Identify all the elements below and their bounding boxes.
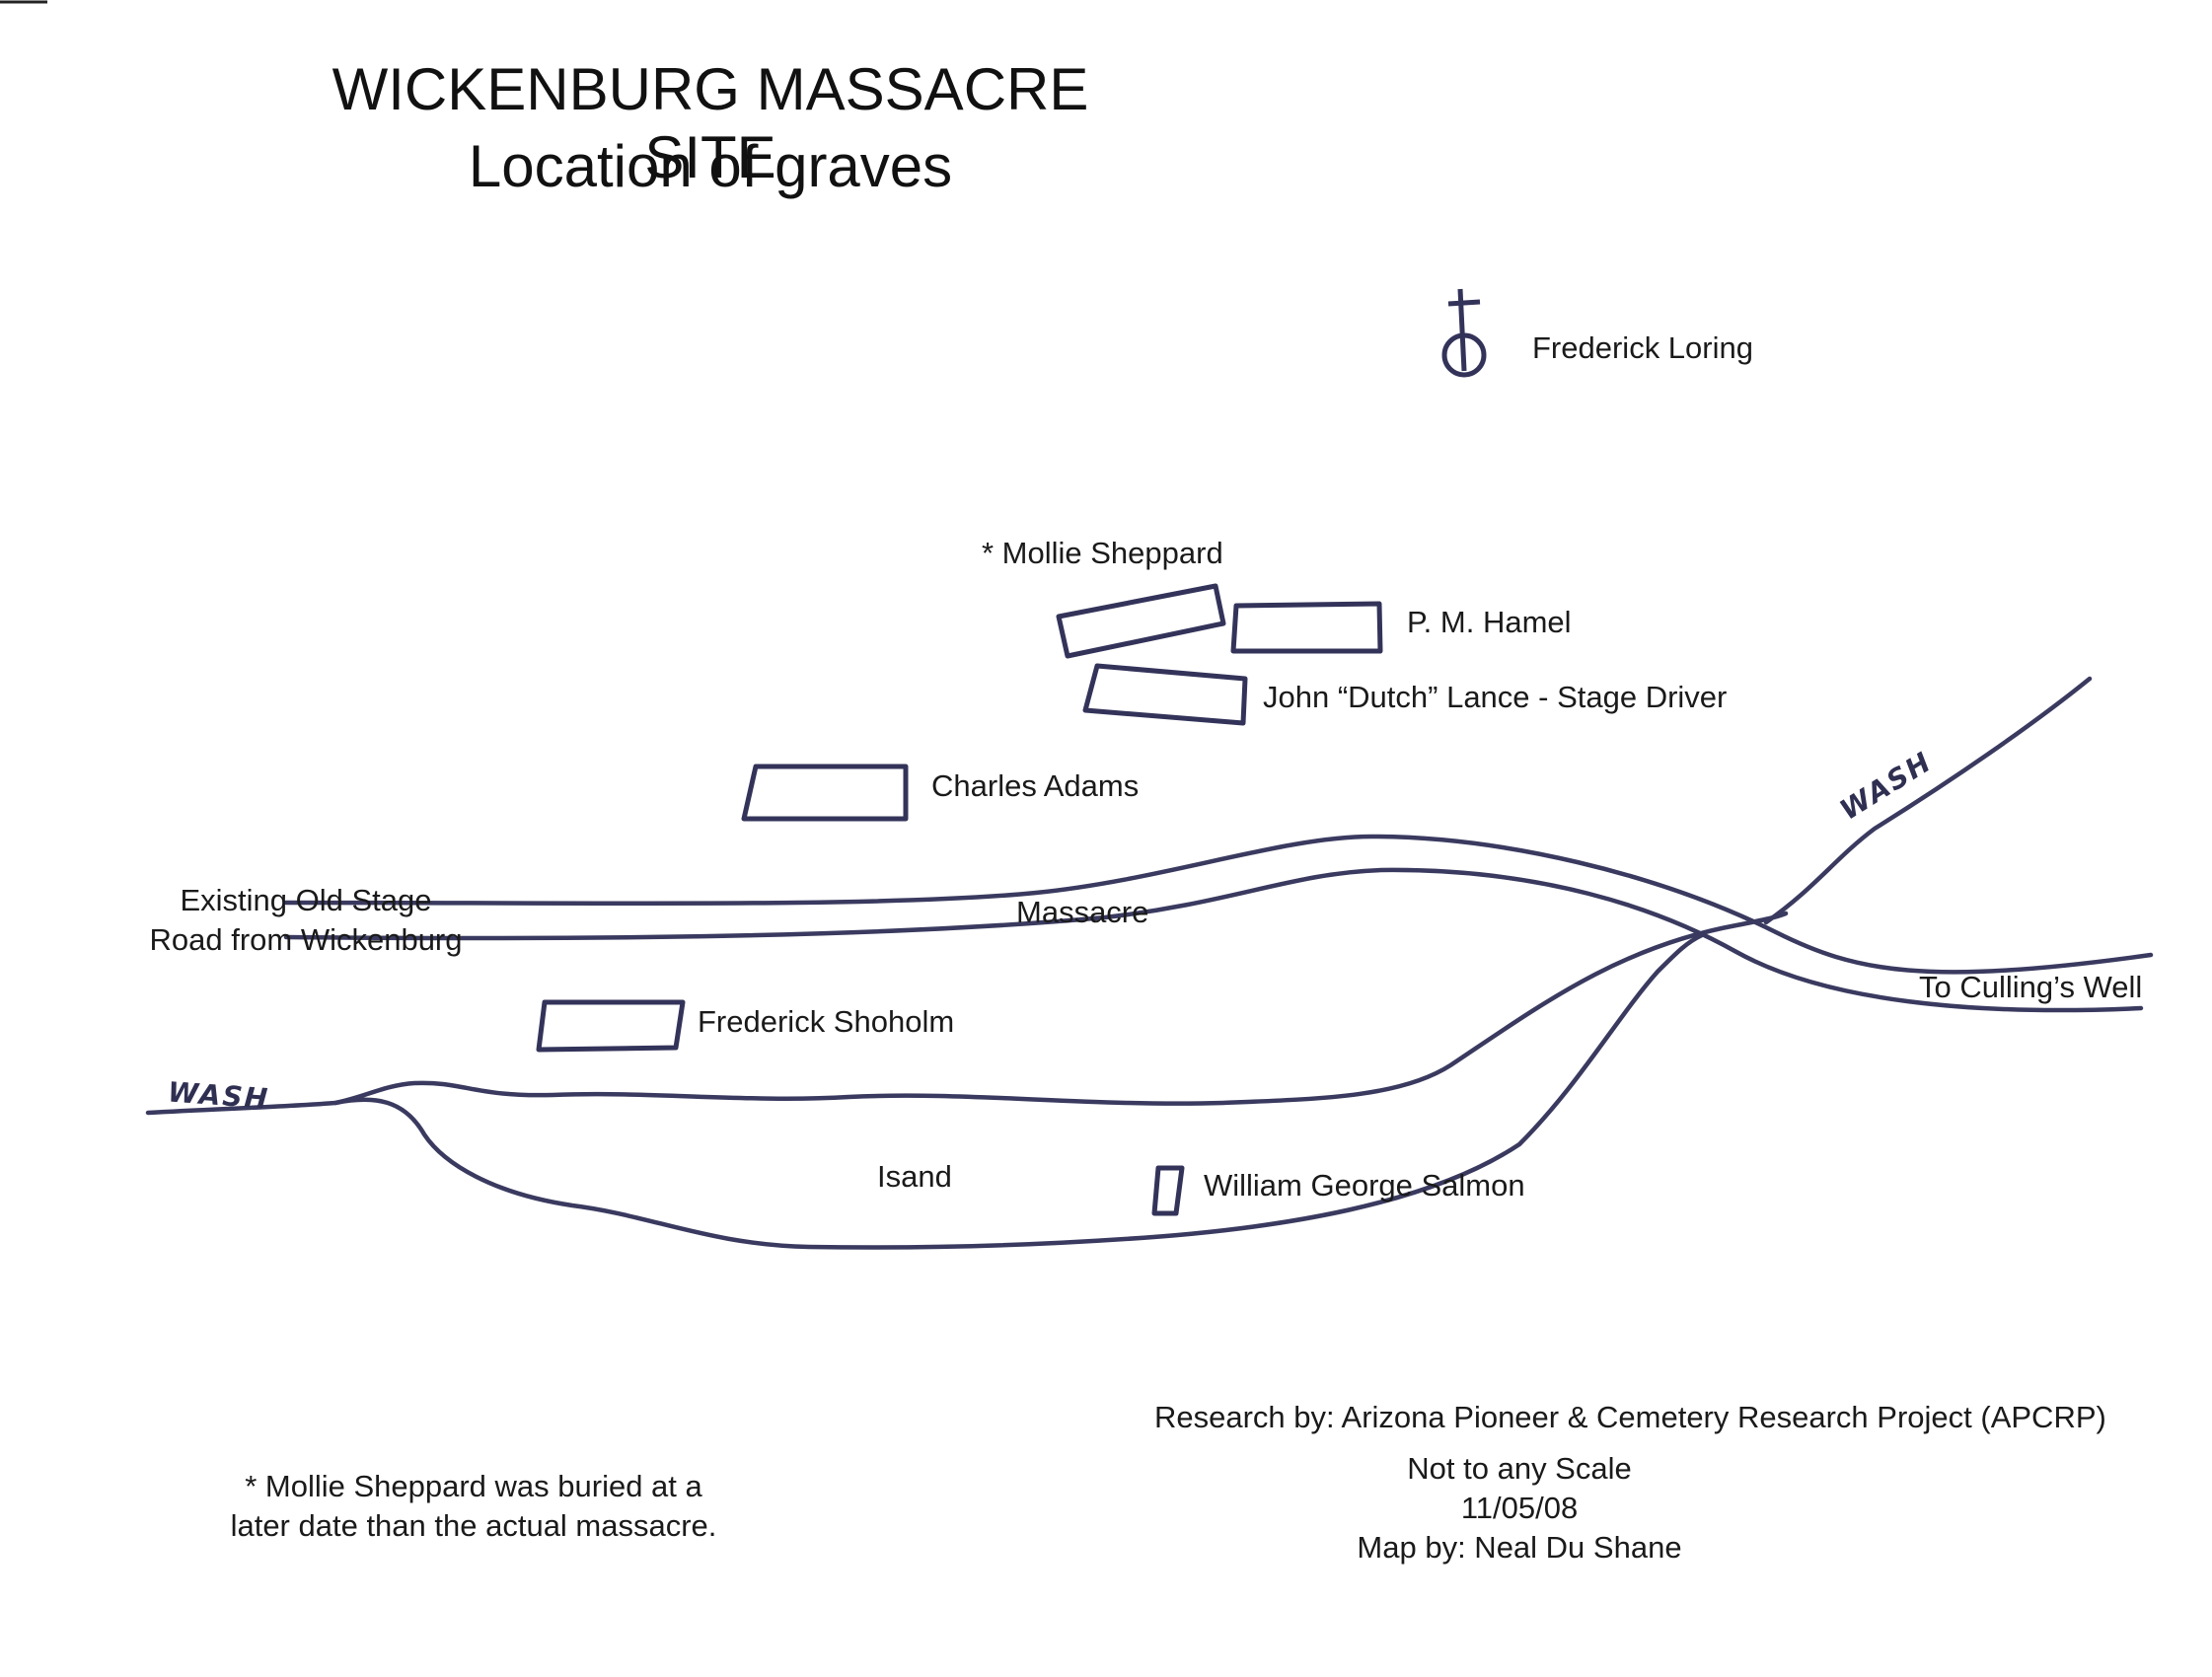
map-subtitle: Location of graves [468,133,953,199]
loring-grave-marker-icon [1441,288,1487,378]
label-old-stage-road-line1: Existing Old Stage [180,883,432,917]
label-frederick-loring: Frederick Loring [1532,330,1753,365]
label-island: Isand [877,1159,952,1194]
grave-mollie-sheppard [1056,583,1226,659]
map-author: Map by: Neal Du Shane [1357,1530,1682,1565]
grave-john-lance [1082,663,1248,726]
label-mollie-sheppard: * Mollie Sheppard [982,536,1223,570]
island-lower-bank [332,932,1705,1250]
label-frederick-shoholm: Frederick Shoholm [698,1004,955,1039]
scale-note: Not to any Scale [1407,1451,1632,1486]
label-pm-hamel: P. M. Hamel [1407,605,1572,639]
wash-ne-branch [1763,676,2093,925]
label-old-stage-road-line2: Road from Wickenburg [149,922,463,957]
label-charles-adams: Charles Adams [931,768,1140,803]
map-title: WICKENBURG MASSACRE SITE [332,56,1089,190]
footnote-line2: later date than the actual massacre. [230,1508,717,1543]
grave-charles-adams [741,764,909,822]
label-william-salmon: William George Salmon [1204,1168,1525,1203]
grave-pm-hamel [1230,601,1383,654]
label-john-lance: John “Dutch” Lance - Stage Driver [1263,680,1728,714]
grave-william-salmon [1151,1165,1185,1216]
footnote-line1: * Mollie Sheppard was buried at a [245,1469,702,1503]
label-wash-left: WASH [166,1075,271,1116]
stage-road-upper-line [283,834,2154,975]
research-credit: Research by: Arizona Pioneer & Cemetery … [1154,1400,2106,1434]
stage-road-lower-line [283,867,2144,1013]
label-massacre: Massacre [1016,895,1149,929]
map-date: 11/05/08 [1460,1491,1579,1525]
label-to-cullings-well: To Culling’s Well [1919,970,2143,1004]
grave-frederick-shoholm [536,999,686,1053]
wash-main-channel [145,911,1789,1116]
